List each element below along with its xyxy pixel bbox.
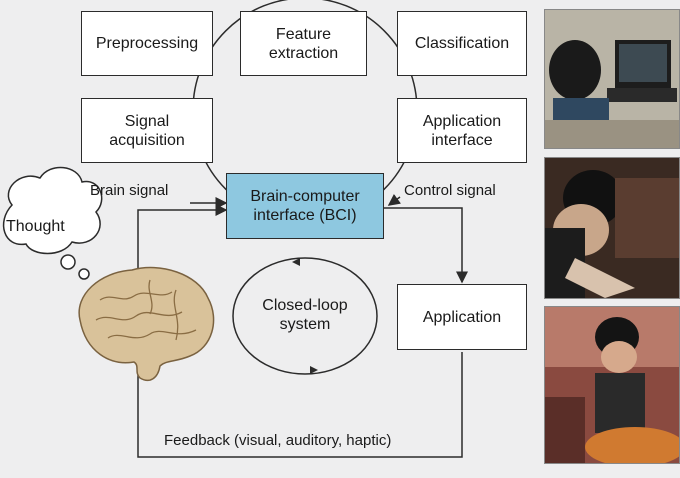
classification-label: Classification xyxy=(414,35,510,52)
control-signal-label: Control signal xyxy=(404,182,496,199)
classification-box: Classification xyxy=(397,11,527,76)
signal-acquisition-label: Signal acquisition xyxy=(109,112,185,149)
closed-loop-arrowhead-top xyxy=(292,258,300,266)
brain-icon xyxy=(78,266,215,382)
application-box: Application xyxy=(397,284,527,350)
closed-loop-circle xyxy=(232,257,378,375)
preprocessing-label: Preprocessing xyxy=(95,35,199,52)
photo-user-with-eeg-cap-at-laptop xyxy=(544,9,680,149)
bci-label: Brain-computer interface (BCI) xyxy=(250,188,360,224)
feature-extraction-label: Feature extraction xyxy=(268,25,339,62)
signal-acquisition-box: Signal acquisition xyxy=(81,98,213,163)
thought-bubble-dot-small xyxy=(78,268,90,280)
control-signal-arrow-in xyxy=(387,193,402,206)
application-label: Application xyxy=(422,308,502,326)
preprocessing-box: Preprocessing xyxy=(81,11,213,76)
bci-to-application-arrow xyxy=(384,207,468,284)
bci-box: Brain-computer interface (BCI) xyxy=(226,173,384,239)
brain-signal-label: Brain signal xyxy=(90,182,169,199)
thought-label: Thought xyxy=(6,218,65,235)
thought-bubble-dot-large xyxy=(60,254,76,270)
photo-user-with-eeg-cap-seated xyxy=(544,306,680,464)
feedback-label: Feedback (visual, auditory, haptic) xyxy=(164,432,392,449)
closed-loop-label: Closed-loop system xyxy=(262,297,348,333)
thought-bubble xyxy=(2,166,103,255)
feedback-line xyxy=(137,352,463,458)
feature-extraction-box: Feature extraction xyxy=(240,11,367,76)
application-interface-box: Application interface xyxy=(397,98,527,163)
application-interface-label: Application interface xyxy=(422,112,502,149)
closed-loop-arrowhead-bottom xyxy=(310,366,318,374)
photo-user-with-eeg-cap-side-view xyxy=(544,157,680,299)
